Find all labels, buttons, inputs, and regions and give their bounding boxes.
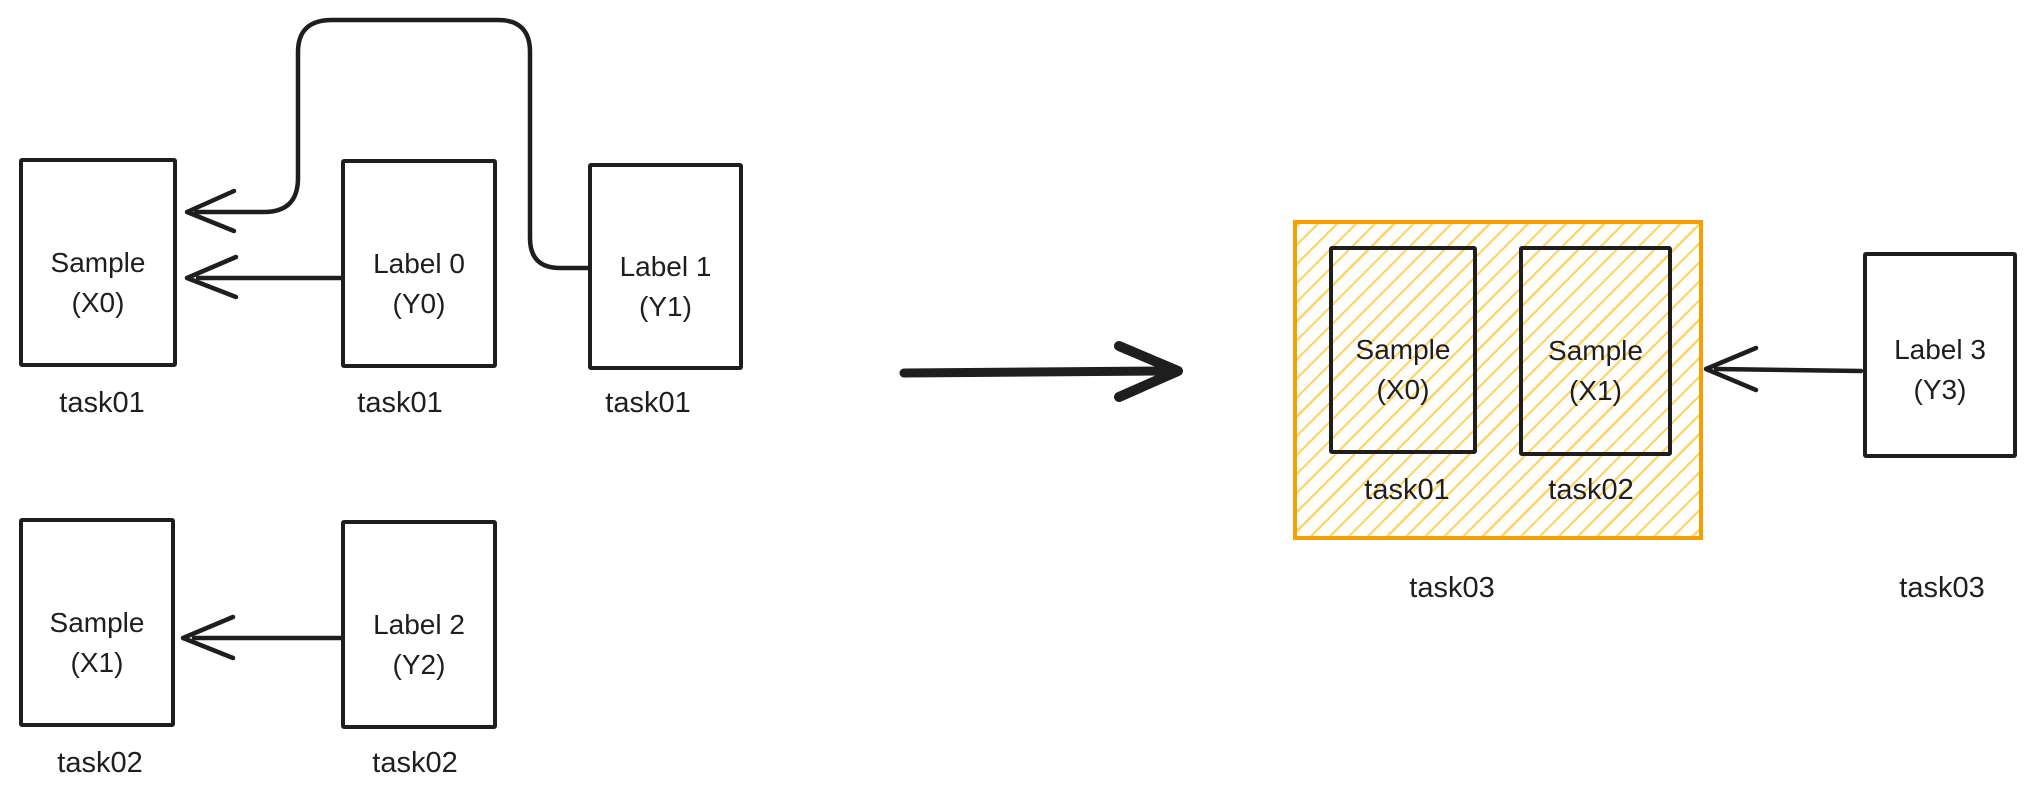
node-label-2: Label 2 (Y2) — [341, 520, 497, 729]
connector-label0-to-sample-x0 — [184, 254, 344, 300]
node-subtitle: (X1) — [1569, 375, 1622, 406]
transform-arrow — [899, 341, 1183, 402]
node-label-3-label: Label 3 (Y3) — [1867, 271, 2013, 469]
caption-merged-container: task03 — [1409, 572, 1495, 604]
node-title: Label 2 — [373, 608, 465, 640]
node-merged-sample-x0: Sample (X0) — [1329, 246, 1477, 454]
node-subtitle: (Y3) — [1913, 374, 1967, 405]
node-title: Label 0 — [373, 247, 465, 279]
node-label-0: Label 0 (Y0) — [341, 159, 497, 368]
caption-label-1: task01 — [605, 387, 691, 419]
node-sample-x0: Sample (X0) — [19, 158, 177, 367]
arrowhead-icon — [1703, 345, 1759, 393]
node-label-3: Label 3 (Y3) — [1863, 252, 2017, 458]
node-label-1: Label 1 (Y1) — [588, 163, 743, 370]
caption-sample-x0: task01 — [59, 387, 145, 419]
node-subtitle: (Y1) — [639, 290, 692, 322]
node-title: Sample — [1548, 335, 1643, 366]
merged-task-container: Sample (X0) task01 Sample (X1) task02 — [1293, 220, 1703, 540]
node-subtitle: (Y0) — [392, 287, 446, 319]
node-sample-x0-label: Sample (X0) — [23, 182, 173, 383]
node-label-0-label: Label 0 (Y0) — [345, 183, 493, 384]
node-sample-x1: Sample (X1) — [19, 518, 175, 727]
node-merged-sample-x0-label: Sample (X0) — [1333, 270, 1473, 470]
arrowhead-icon — [1114, 341, 1183, 402]
arrowhead-icon — [180, 614, 236, 661]
node-title: Sample — [50, 246, 146, 278]
caption-label-3: task03 — [1899, 572, 1985, 604]
node-sample-x1-label: Sample (X1) — [23, 542, 171, 743]
node-title: Sample — [1355, 334, 1451, 365]
node-label-1-label: Label 1 (Y1) — [592, 187, 739, 386]
node-subtitle: (X0) — [71, 286, 125, 318]
connector-label2-to-sample-x1 — [180, 614, 344, 661]
caption-label-2: task02 — [372, 747, 458, 779]
node-merged-sample-x1-label: Sample (X1) — [1523, 270, 1668, 472]
node-title: Sample — [49, 606, 145, 638]
connector-label3-to-container — [1703, 345, 1864, 393]
caption-merged-sample-x1: task02 — [1548, 474, 1634, 506]
node-subtitle: (X1) — [70, 646, 124, 678]
caption-sample-x1: task02 — [57, 747, 143, 779]
node-label-2-label: Label 2 (Y2) — [345, 544, 493, 745]
node-subtitle: (Y2) — [392, 648, 446, 680]
node-subtitle: (X0) — [1376, 374, 1430, 405]
arrowhead-icon — [184, 254, 239, 300]
node-title: Label 3 — [1894, 334, 1986, 365]
node-title: Label 1 — [619, 250, 712, 282]
caption-label-0: task01 — [357, 387, 443, 419]
caption-merged-sample-x0: task01 — [1364, 474, 1450, 506]
node-merged-sample-x1: Sample (X1) — [1519, 246, 1672, 456]
arrowhead-icon — [184, 188, 237, 234]
